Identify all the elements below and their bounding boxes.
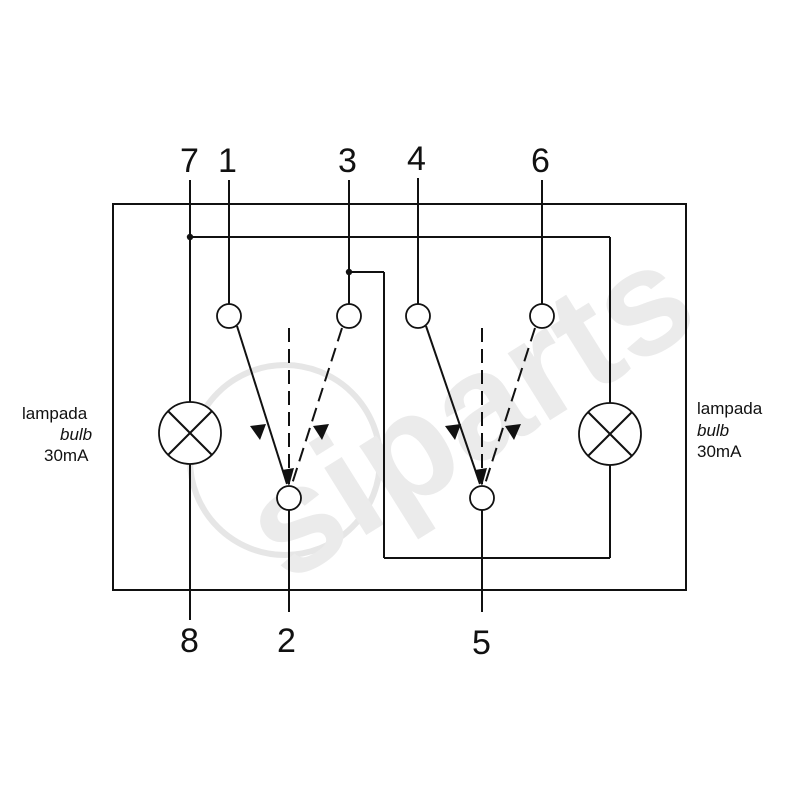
pin-label-7: 7 [180,142,199,180]
right-bulb-label-it: lampada [697,399,763,418]
contact-5 [469,485,495,511]
contact-1 [216,303,242,329]
pin-label-8: 8 [180,622,199,660]
pin-label-3: 3 [338,142,357,180]
switch-blade-left [236,325,288,485]
right-bulb-label-en: bulb [697,421,729,440]
direction-marker-4 [505,424,521,440]
contact-4 [405,303,431,329]
left-bulb-symbol [158,401,222,465]
wires [189,178,611,620]
junction-dot-pin3 [345,268,353,276]
pin-label-2: 2 [277,622,296,660]
right-bulb-symbol [578,402,642,466]
housing-outline [112,203,687,591]
direction-marker-1 [250,424,266,440]
contact-3 [336,303,362,329]
direction-marker-3 [445,424,461,440]
direction-marker-2 [313,424,329,440]
pin-label-6: 6 [531,142,550,180]
contact-6 [529,303,555,329]
right-bulb-rating: 30mA [697,442,742,461]
switch-alt-right-diag [484,327,536,485]
switch-alt-left-diag [291,327,343,485]
arrowhead-right-blade [475,468,487,486]
junction-dot-top [186,233,194,241]
pin-label-4: 4 [407,140,426,178]
left-bulb-label-it: lampada [22,404,88,423]
pin-label-5: 5 [472,624,491,662]
switch-blade-right [425,325,481,485]
contact-2 [276,485,302,511]
arrowhead-left-blade [282,468,294,486]
left-bulb-label-en: bulb [60,425,92,444]
pin-label-1: 1 [218,142,237,180]
svg-text:siparts: siparts [215,209,721,612]
left-bulb-rating: 30mA [44,446,89,465]
